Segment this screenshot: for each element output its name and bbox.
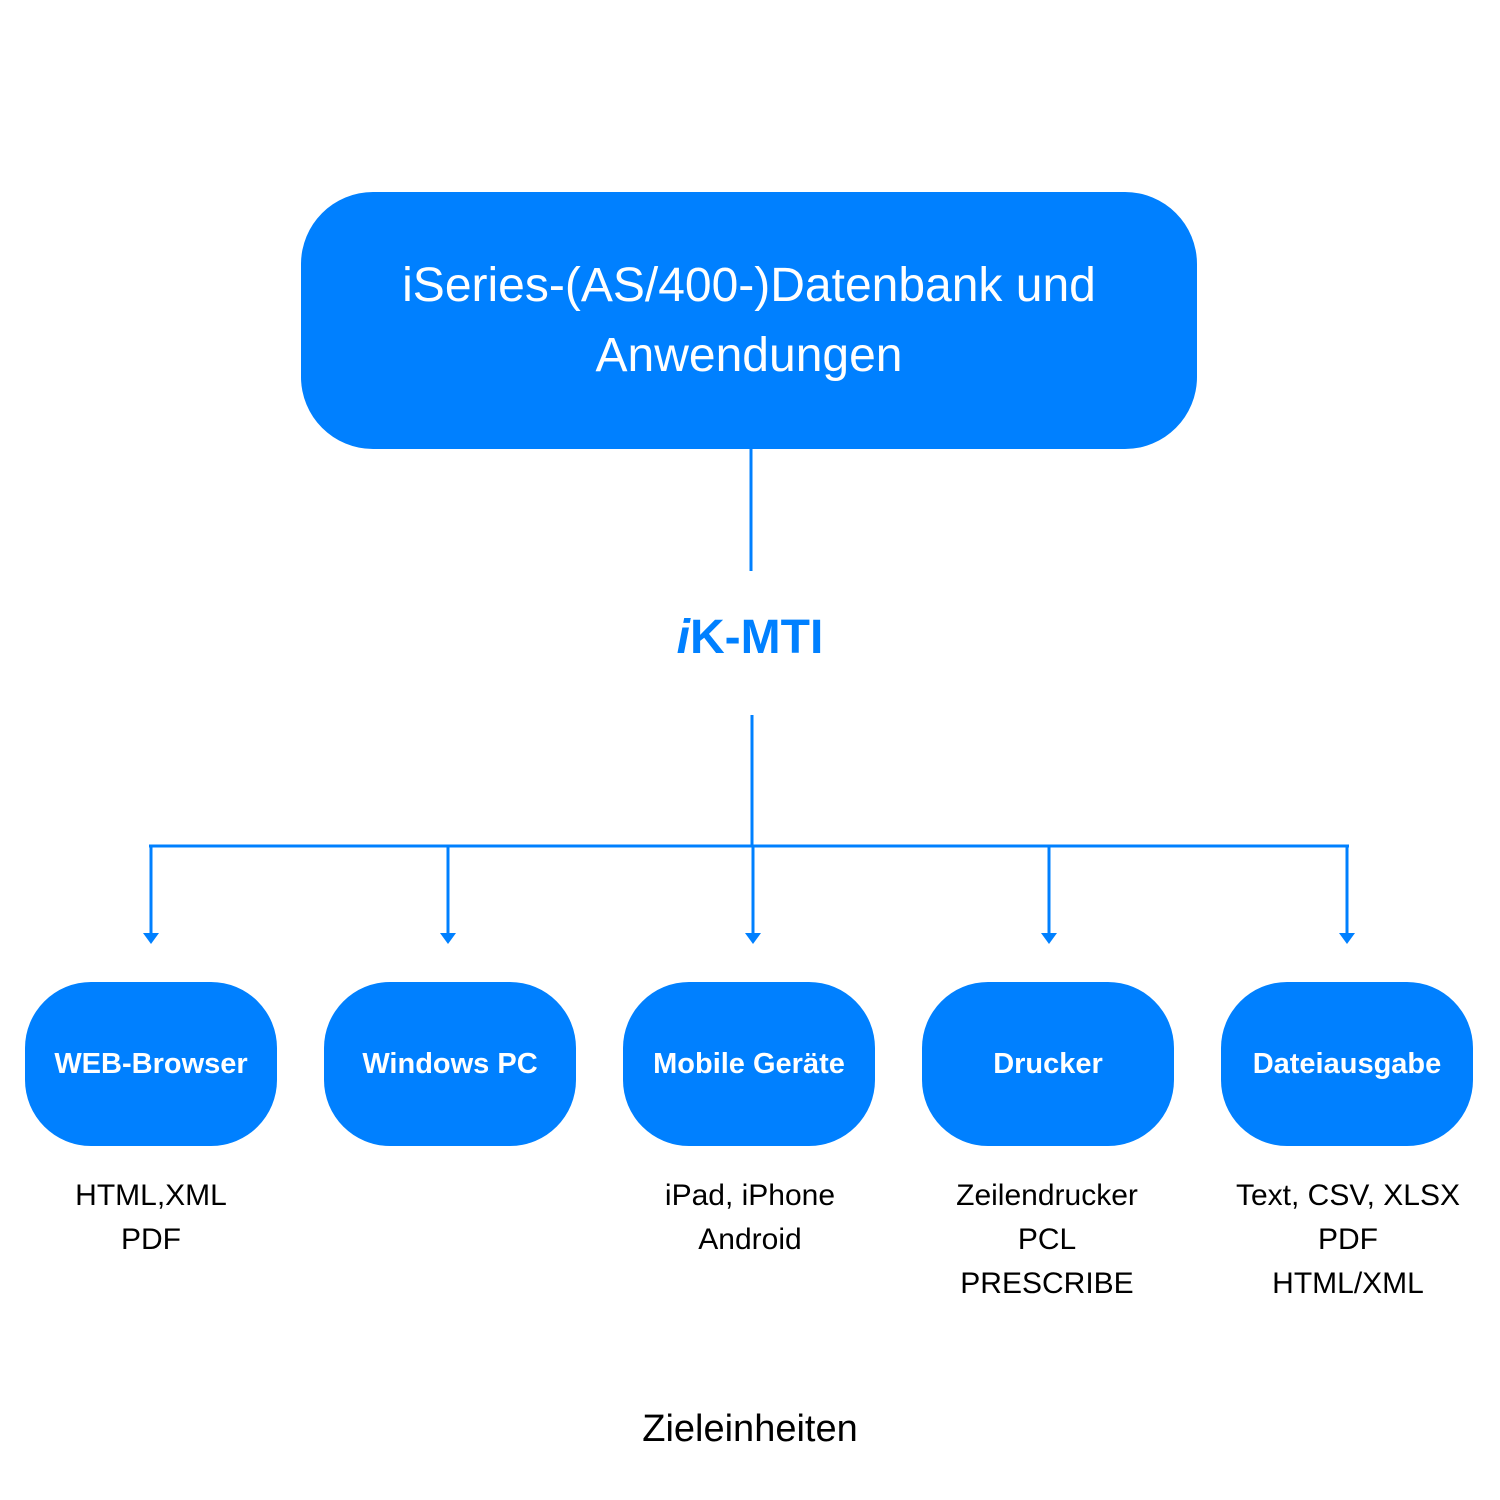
middleware-label-prefix: i (676, 611, 691, 664)
source-system-line-2: Anwendungen (595, 328, 903, 382)
target-detail-line: Zeilendrucker (956, 1179, 1138, 1212)
target-detail-line: PDF (1318, 1223, 1378, 1256)
target-detail-line: PCL (1017, 1223, 1077, 1256)
target-details-file-output: Text, CSV, XLSX PDF HTML/XML (1198, 1174, 1498, 1306)
target-detail-line: iPad, iPhone (664, 1179, 836, 1212)
target-devices-caption: Zieleinheiten (642, 1408, 858, 1450)
arrow-head-file-output (1339, 933, 1355, 944)
target-detail-line: Android (698, 1223, 802, 1256)
target-detail-line: HTML,XML (75, 1179, 227, 1212)
target-detail-line: HTML/XML (1272, 1267, 1424, 1300)
arrow-head-mobile-devices (745, 933, 761, 944)
arrow-head-printer (1041, 933, 1057, 944)
arrow-head-windows-pc (440, 933, 456, 944)
target-details-printer: Zeilendrucker PCL PRESCRIBE (897, 1174, 1197, 1306)
target-details-mobile-devices: iPad, iPhone Android (600, 1174, 900, 1262)
target-detail-line: Text, CSV, XLSX (1235, 1179, 1460, 1212)
middleware-label-name: K-MTI (690, 611, 824, 664)
target-box-printer: Drucker (922, 982, 1174, 1146)
source-system-box: iSeries-(AS/400-)Datenbank und Anwendung… (301, 192, 1197, 449)
middleware-label: iK-MTI (550, 606, 950, 670)
target-detail-line: PDF (121, 1223, 181, 1256)
target-detail-line: PRESCRIBE (960, 1267, 1134, 1300)
target-box-windows-pc: Windows PC (324, 982, 576, 1146)
source-system-line-1: iSeries-(AS/400-)Datenbank und (402, 258, 1096, 312)
target-box-mobile-devices: Mobile Geräte (623, 982, 875, 1146)
target-details-web-browser: HTML,XML PDF (1, 1174, 301, 1262)
target-box-file-output: Dateiausgabe (1221, 982, 1473, 1146)
arrow-head-web-browser (143, 933, 159, 944)
target-box-web-browser: WEB-Browser (25, 982, 277, 1146)
